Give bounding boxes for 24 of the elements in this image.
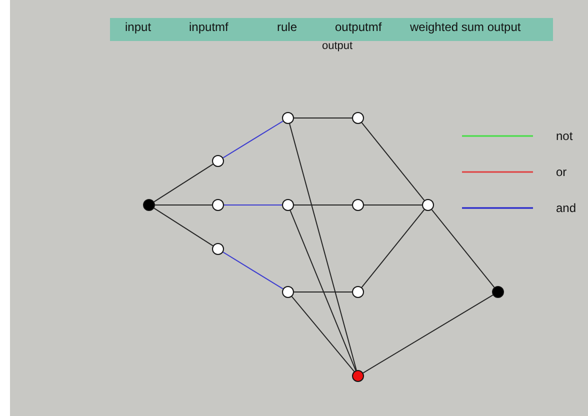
connector-line [222,120,284,158]
column-label: output [322,39,353,53]
column-header: rule [277,20,298,34]
column-header: outputmf [335,20,382,34]
connector-line [362,294,494,374]
connector-line [290,210,356,371]
connector-line [364,204,422,206]
connector-line [222,252,284,290]
column-header: input [125,20,152,34]
legend-label: and [556,201,576,215]
column-header: weighted sum output [410,20,521,34]
legend-label: not [556,129,573,143]
legend-label: or [556,165,567,179]
connector-line [289,123,357,371]
column-header: inputmf [189,20,228,34]
connector-line [224,204,282,206]
connector-line [361,122,425,201]
connector-line [294,204,352,206]
connector-line [154,208,214,246]
connector-line [361,209,425,288]
connector-line [154,204,212,206]
connector-line [291,296,355,372]
connector-line [154,164,214,202]
connector-line [431,209,495,288]
